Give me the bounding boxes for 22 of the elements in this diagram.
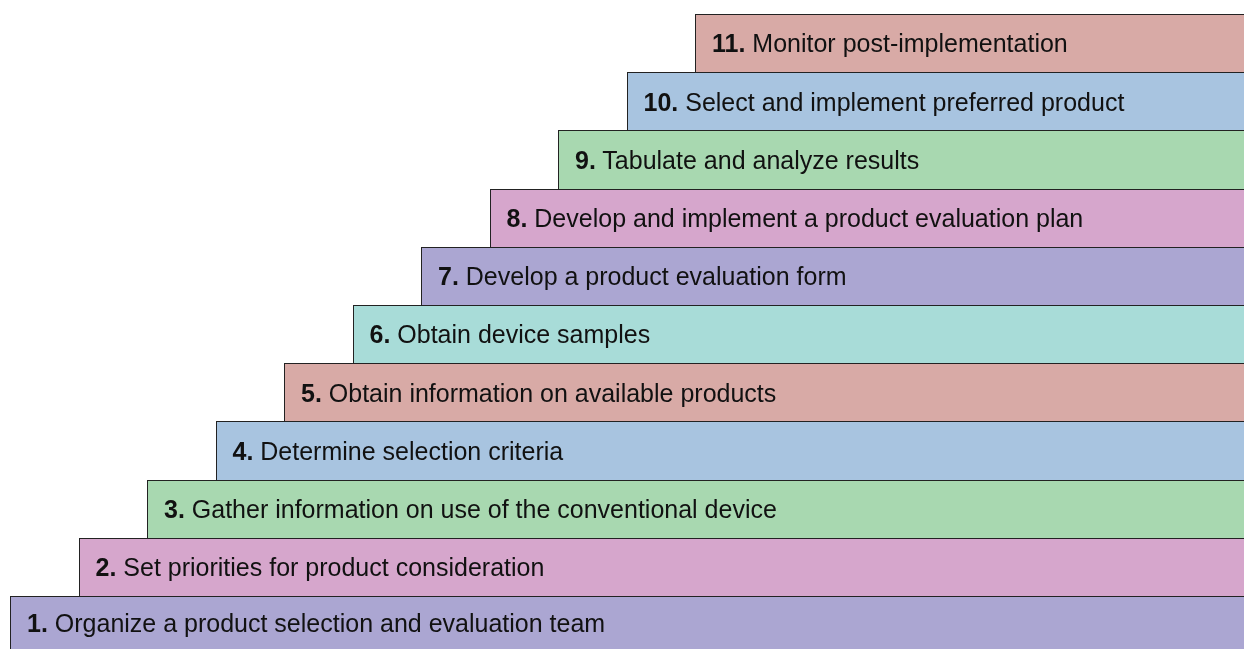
step-bar — [284, 363, 1244, 423]
step-text: 7. Develop a product evaluation form — [438, 262, 847, 292]
step-bar — [489, 188, 1244, 249]
step-bar — [215, 421, 1244, 482]
step-bar — [352, 305, 1244, 365]
step-text: 2. Set priorities for product consideration — [95, 553, 545, 583]
step-text: 9. Tabulate and analyze results — [575, 145, 920, 175]
step-bar — [695, 14, 1244, 74]
step-text: 6. Obtain device samples — [369, 320, 651, 350]
step-text: 10. Select and implement preferred product — [643, 87, 1125, 117]
step-bar — [626, 72, 1244, 132]
step-bar — [10, 596, 1244, 649]
step-bar — [147, 479, 1244, 540]
step-text: 4. Determine selection criteria — [232, 436, 564, 466]
step-text: 3. Gather information on use of the conventional device — [164, 494, 777, 524]
step-bar — [421, 246, 1244, 307]
step-text: 8. Develop and implement a product evaluation plan — [506, 203, 1084, 233]
step-bar — [558, 130, 1244, 191]
step-bar — [78, 537, 1244, 598]
step-text: 1. Organize a product selection and evaluation team — [27, 609, 606, 638]
step-text: 11. Monitor post-implementation — [712, 29, 1068, 59]
step-text: 5. Obtain information on available products — [301, 378, 777, 408]
